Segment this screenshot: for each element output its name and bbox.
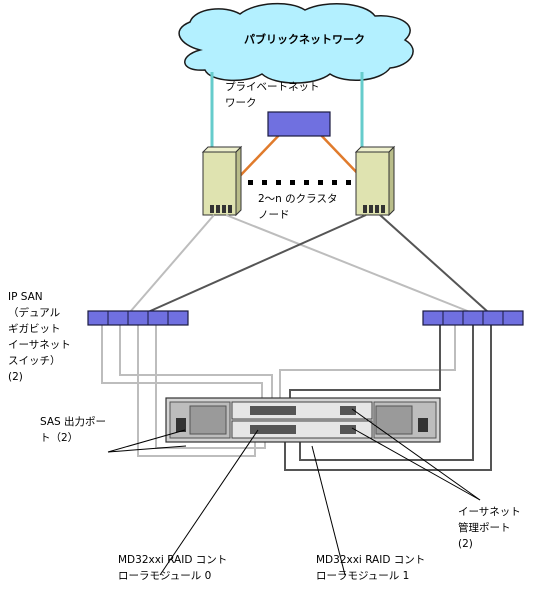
private-network-label-line2: ワーク bbox=[225, 97, 257, 109]
cluster-node-2 bbox=[354, 145, 396, 217]
ip-san-label-line6: (2) bbox=[8, 371, 23, 383]
public-network-label: パブリックネットワーク bbox=[244, 33, 365, 46]
ip-san-label-line5: スイッチ） bbox=[8, 355, 61, 367]
private-link-left bbox=[237, 131, 283, 179]
ethernet-mgmt-label-line3: (2) bbox=[458, 538, 473, 550]
storage-array bbox=[165, 397, 441, 443]
ethernet-mgmt-label-line2: 管理ポート bbox=[458, 522, 511, 534]
raid-module-0-label-line1: MD32xxi RAID コント bbox=[118, 554, 228, 566]
ip-san-label-line2: （デュアル bbox=[8, 307, 61, 319]
storage-cables-light bbox=[101, 325, 456, 457]
leader-lines bbox=[107, 408, 481, 576]
node-ellipsis bbox=[248, 180, 351, 185]
raid-module-1-label-line1: MD32xxi RAID コント bbox=[316, 554, 426, 566]
private-network-switch bbox=[267, 111, 331, 137]
storage-cables-dark bbox=[284, 325, 492, 471]
ip-san-label-line4: イーサネット bbox=[8, 339, 71, 351]
node-switch-cables bbox=[129, 214, 489, 313]
raid-module-0-label-line2: ローラモジュール 0 bbox=[118, 570, 212, 582]
ip-san-label-line1: IP SAN bbox=[8, 291, 43, 303]
ip-san-label-line3: ギガビット bbox=[8, 323, 61, 335]
ethernet-mgmt-label-line1: イーサネット bbox=[458, 506, 521, 518]
public-network-cloud bbox=[178, 2, 414, 84]
raid-module-1-label-line2: ローラモジュール 1 bbox=[316, 570, 410, 582]
ip-san-switch-right bbox=[422, 310, 524, 326]
cluster-nodes-label-line2: ノード bbox=[258, 209, 290, 221]
ip-san-switch-left bbox=[87, 310, 189, 326]
sas-out-ports-label-line1: SAS 出力ポー bbox=[40, 416, 107, 428]
private-link-right bbox=[317, 131, 363, 179]
private-network-label-line1: プライベートネット bbox=[225, 81, 320, 93]
cluster-node-1 bbox=[201, 145, 243, 217]
sas-out-ports-label-line2: ト（2） bbox=[40, 432, 79, 444]
cluster-nodes-label-line1: 2～n のクラスタ bbox=[258, 193, 338, 205]
